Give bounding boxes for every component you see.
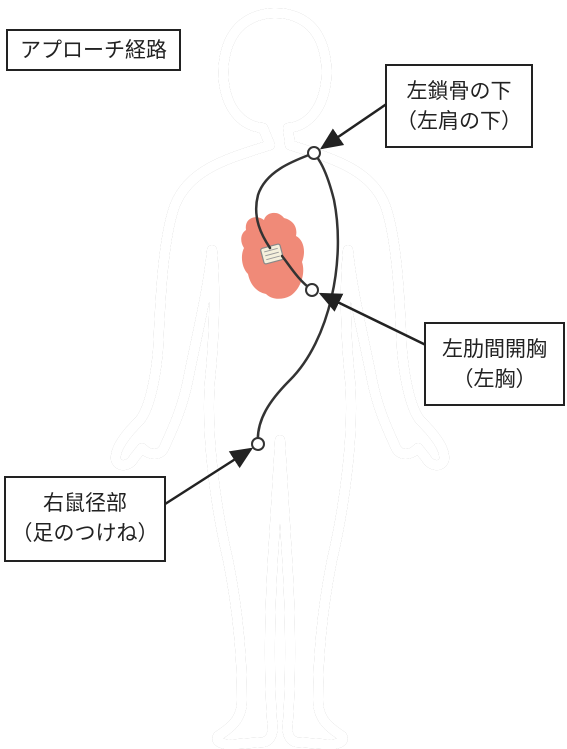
- label-left-thoracotomy-line2: （左胸）: [426, 364, 563, 394]
- label-left-clavicle-line2: （左肩の下）: [387, 106, 531, 136]
- label-left-thoracotomy: 左肋間開胸 （左胸）: [424, 322, 565, 406]
- catheter-path: [256, 153, 338, 444]
- label-left-thoracotomy-line1: 左肋間開胸: [426, 334, 563, 364]
- label-right-groin: 右鼠径部 （足のつけね）: [4, 476, 166, 562]
- title-label: アプローチ経路: [6, 29, 181, 71]
- label-left-clavicle-line1: 左鎖骨の下: [387, 76, 531, 106]
- access-point-clavicle: [308, 147, 320, 159]
- title-text: アプローチ経路: [8, 31, 179, 69]
- access-point-groin: [252, 438, 264, 450]
- label-right-groin-line1: 右鼠径部: [6, 488, 164, 518]
- arrow-chest: [321, 294, 432, 348]
- access-point-chest: [306, 284, 318, 296]
- access-points: [252, 147, 320, 450]
- label-right-groin-line2: （足のつけね）: [6, 518, 164, 548]
- arrow-clavicle: [322, 103, 388, 148]
- label-left-clavicle: 左鎖骨の下 （左肩の下）: [385, 64, 533, 148]
